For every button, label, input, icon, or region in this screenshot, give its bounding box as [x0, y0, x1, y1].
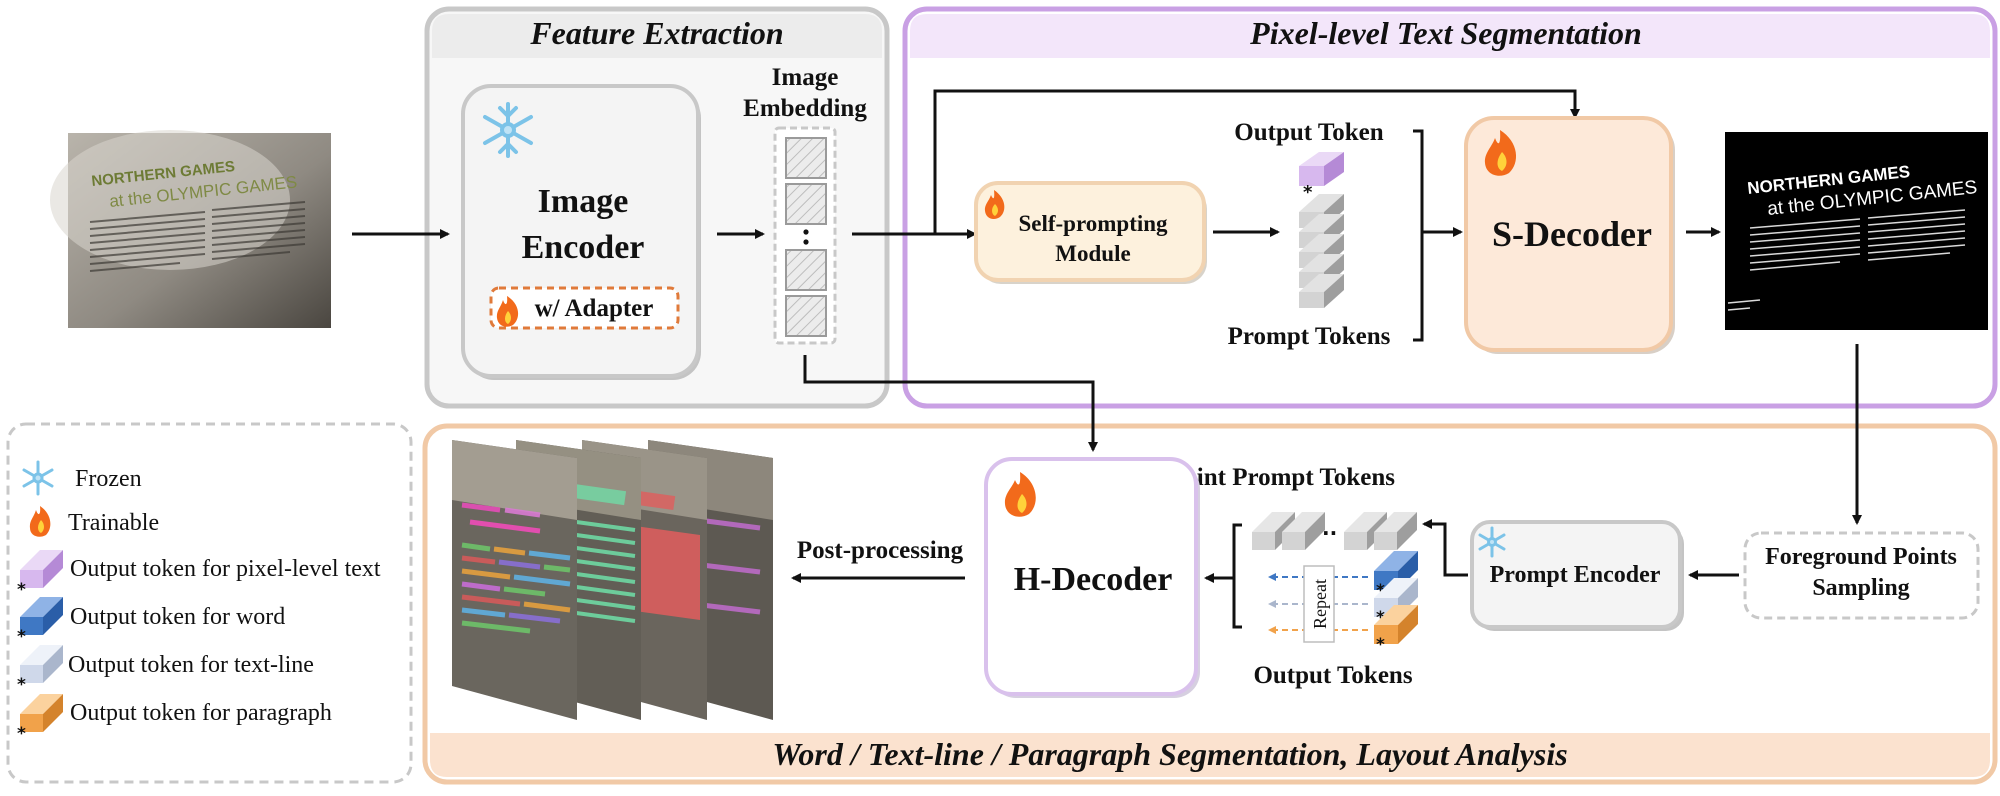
legend-item-textline-token: * Output token for text-line — [17, 645, 314, 695]
image-encoder: Image Encoder w/ Adapter — [461, 84, 701, 380]
input-image: NORTHERN GAMES at the OLYMPIC GAMES — [50, 130, 331, 328]
self-prompting-label-2: Module — [1055, 241, 1130, 266]
token-paragraph-icon: * — [17, 694, 63, 744]
text-mask-output: NORTHERN GAMES at the OLYMPIC GAMES — [1725, 132, 1988, 330]
repeat-label: Repeat — [1310, 579, 1330, 629]
h-decoder: H-Decoder — [984, 457, 1200, 698]
flame-icon — [1484, 130, 1517, 176]
foreground-label-2: Sampling — [1812, 575, 1909, 601]
result-images — [452, 440, 773, 720]
pixel-segmentation-title: Pixel-level Text Segmentation — [1249, 15, 1642, 51]
legend-item-pixel-token: * Output token for pixel-level text — [17, 550, 381, 600]
adapter-label: w/ Adapter — [535, 295, 654, 322]
svg-text:*: * — [17, 724, 26, 744]
legend-label-pixel: Output token for pixel-level text — [70, 556, 381, 582]
legend-label-textline: Output token for text-line — [68, 652, 314, 678]
point-prompt-token-row: .. — [1252, 512, 1417, 550]
output-tokens-label: Output Tokens — [1253, 662, 1412, 689]
legend-item-frozen: Frozen — [22, 460, 142, 496]
flame-icon — [1004, 472, 1036, 517]
svg-text:*: * — [17, 580, 26, 600]
snowflake-icon — [22, 460, 54, 496]
prompt-token-stack — [1299, 194, 1344, 308]
s-decoder-label: S-Decoder — [1492, 214, 1652, 254]
svg-text:*: * — [1376, 608, 1385, 628]
token-textline-icon: * — [17, 645, 63, 695]
prompt-encoder: Prompt Encoder — [1470, 520, 1684, 631]
svg-text:*: * — [1303, 182, 1313, 203]
prompt-tokens-label: Prompt Tokens — [1228, 323, 1391, 350]
snowflake-icon — [1478, 526, 1506, 558]
legend-item-paragraph-token: * Output token for paragraph — [17, 694, 332, 744]
legend-item-trainable: Trainable — [29, 506, 159, 537]
flame-icon — [984, 190, 1005, 219]
token-word-icon: * — [17, 597, 63, 647]
output-token-label: Output Token — [1234, 119, 1383, 146]
self-prompting-label-1: Self-prompting — [1018, 211, 1168, 236]
flame-icon — [496, 296, 519, 327]
foreground-sampling: Foreground Points Sampling — [1743, 531, 1980, 620]
embedding-label-2: Embedding — [743, 95, 867, 122]
svg-text:*: * — [17, 675, 26, 695]
arrow-promptencoder-tokens — [1422, 519, 1468, 577]
legend-item-word-token: * Output token for word — [17, 597, 285, 647]
token-bracket — [1413, 129, 1424, 342]
output-token-pixel: * — [1299, 152, 1344, 203]
foreground-label-1: Foreground Points — [1765, 544, 1957, 570]
pixel-segmentation-section: Pixel-level Text Segmentation — [902, 6, 1998, 409]
hierarchical-title: Word / Text-line / Paragraph Segmentatio… — [772, 736, 1567, 772]
hier-token-bracket — [1232, 523, 1242, 629]
adapter-box — [489, 286, 680, 330]
svg-text:*: * — [17, 627, 26, 647]
post-processing-label: Post-processing — [797, 537, 964, 564]
point-prompt-tokens-label: Point Prompt Tokens — [1169, 464, 1395, 491]
embedding-label-1: Image — [772, 64, 839, 91]
feature-extraction-title: Feature Extraction — [529, 15, 783, 51]
hier-output-token-stack: * * * — [1374, 551, 1418, 655]
svg-text:..: .. — [1322, 516, 1337, 540]
h-decoder-label: H-Decoder — [1014, 561, 1173, 598]
legend-label-word: Output token for word — [70, 604, 285, 630]
snowflake-icon — [483, 102, 533, 158]
arrow-embedding-sdecoder — [933, 89, 1580, 234]
legend-label-paragraph: Output token for paragraph — [70, 700, 332, 726]
arrow-embedding-hdecoder — [803, 355, 1098, 452]
self-prompting-module: Self-prompting Module — [974, 181, 1207, 284]
svg-text:*: * — [1376, 581, 1385, 601]
image-embedding: Image Embedding — [743, 64, 867, 345]
svg-text:*: * — [1376, 635, 1385, 655]
s-decoder: S-Decoder — [1464, 116, 1675, 354]
result-word — [452, 440, 577, 720]
hierarchical-section: Word / Text-line / Paragraph Segmentatio… — [422, 423, 1998, 785]
flame-icon — [29, 506, 51, 537]
legend-label-frozen: Frozen — [75, 466, 142, 492]
encoder-label-1: Image — [538, 183, 629, 220]
legend-label-trainable: Trainable — [68, 510, 159, 536]
encoder-label-2: Encoder — [522, 229, 645, 266]
legend: Frozen Trainable * Output token for pixe… — [6, 422, 413, 784]
repeat-box — [1303, 565, 1335, 643]
token-pixel-icon: * — [17, 550, 63, 600]
prompt-encoder-label: Prompt Encoder — [1490, 562, 1661, 588]
